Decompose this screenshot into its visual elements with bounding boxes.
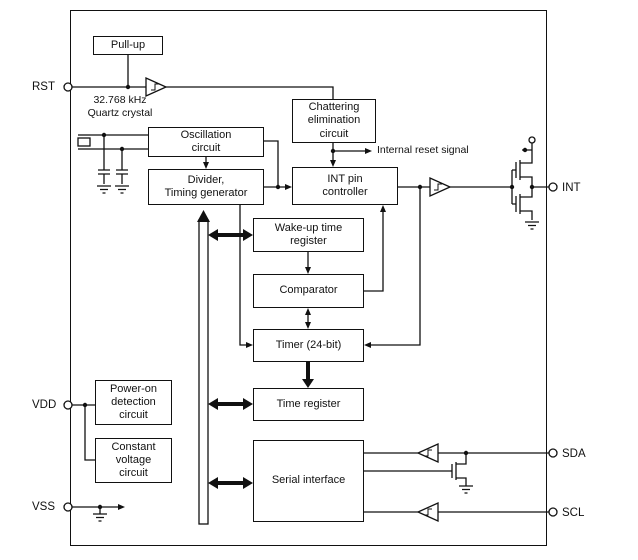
pin-label-scl: SCL [562, 507, 585, 519]
pin-label-vdd: VDD [32, 399, 57, 411]
pin-label-sda: SDA [562, 448, 586, 460]
block-oscillation-circuit: Oscillation circuit [148, 127, 264, 157]
block-time-register: Time register [253, 388, 364, 421]
internal-reset-signal-label: Internal reset signal [377, 144, 469, 156]
sda-pin-circle [548, 448, 558, 458]
block-chattering-elimination: Chattering elimination circuit [292, 99, 376, 143]
block-divider-timing-generator: Divider, Timing generator [148, 169, 264, 205]
block-serial-interface: Serial interface [253, 440, 364, 522]
int-pin-circle [548, 182, 558, 192]
crystal-label: 32.768 kHz Quartz crystal [87, 94, 153, 120]
block-power-on-detection: Power-on detection circuit [95, 380, 172, 425]
block-wakeup-time-register: Wake-up time register [253, 218, 364, 252]
block-timer-24bit: Timer (24-bit) [253, 329, 364, 362]
block-comparator: Comparator [253, 274, 364, 308]
scl-pin-circle [548, 507, 558, 517]
pin-label-vss: VSS [32, 501, 56, 513]
block-int-pin-controller: INT pin controller [292, 167, 398, 205]
block-pullup: Pull-up [93, 36, 163, 55]
pin-label-int: INT [562, 182, 581, 194]
pin-label-rst: RST [32, 81, 55, 93]
block-constant-voltage: Constant voltage circuit [95, 438, 172, 483]
